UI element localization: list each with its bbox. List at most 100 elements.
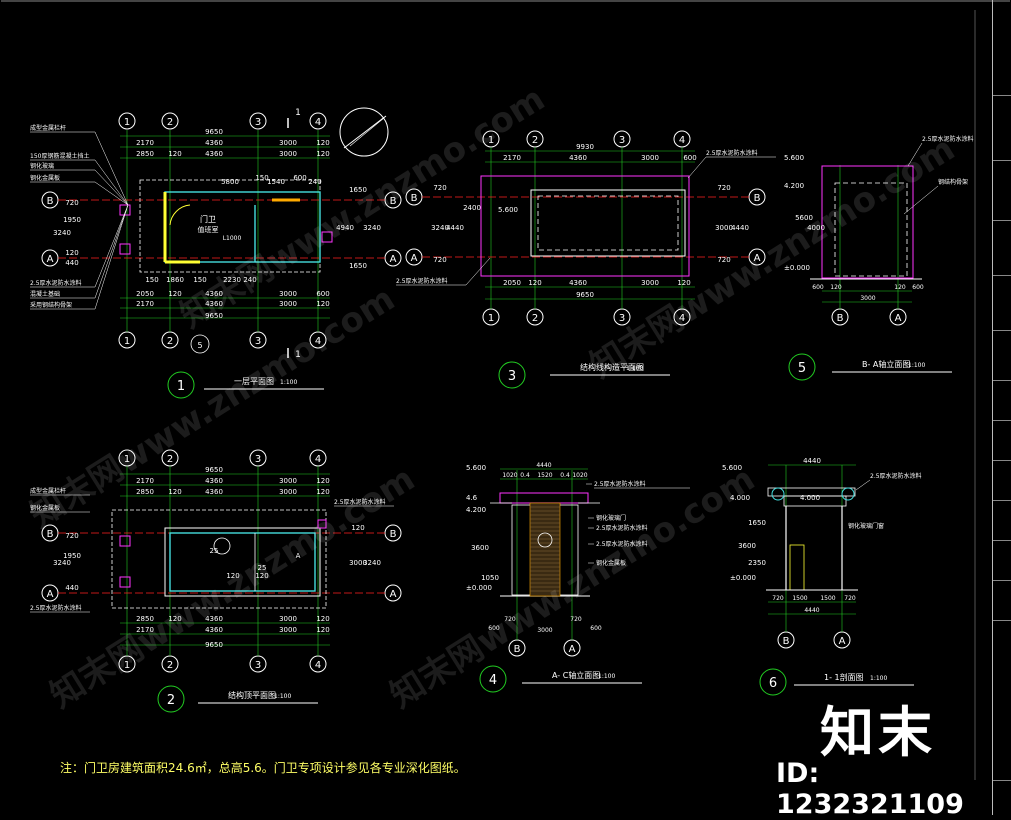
view-scale: 1:100 bbox=[598, 673, 615, 680]
plan2-slab-label: A bbox=[296, 552, 301, 560]
north-arrow-needle bbox=[349, 117, 385, 147]
sec6-side-dim: 3600 bbox=[738, 542, 756, 550]
plan2-dim-bottom: 3000 bbox=[279, 615, 297, 623]
plan3-leader-line bbox=[465, 257, 491, 286]
plan1-inner-dim: 240 bbox=[308, 178, 321, 186]
plan3-dim-side: 720 bbox=[433, 184, 446, 192]
plan1-dim-side: 720 bbox=[65, 199, 78, 207]
plan2-grid-right-label: A bbox=[390, 589, 397, 600]
plan3-grid-bottom-label: 4 bbox=[679, 313, 685, 324]
plan3-grid-right-label: A bbox=[754, 253, 761, 264]
elev4-leader-text: 2.5厚水泥防水涂料 bbox=[596, 524, 648, 532]
plan3-inner-parapet bbox=[537, 195, 679, 251]
sec6-door bbox=[789, 544, 805, 591]
plan2-leader-text: 2.5厚水泥防水涂料 bbox=[334, 498, 386, 506]
elev4-dim-bottom: 600 bbox=[488, 625, 500, 632]
plan1-dim-side: 3240 bbox=[53, 229, 71, 237]
plan1-room-label: 值班室 bbox=[198, 225, 219, 234]
elev4-elevation: ±0.000 bbox=[466, 584, 492, 592]
elev4-dim-top: 1020 bbox=[572, 472, 587, 479]
elev5-side-dim: 5600 bbox=[795, 214, 813, 222]
plan3-parapet bbox=[530, 189, 686, 257]
plan1-dim-bottom: 120 bbox=[168, 290, 181, 298]
plan3-grid-bottom-label: 3 bbox=[619, 313, 625, 324]
plan3-dim-top: 2170 bbox=[503, 154, 521, 162]
plan1-leader-line bbox=[94, 181, 129, 206]
plan1-dim-bottom: 3000 bbox=[279, 290, 297, 298]
plan3-grid-top-label: 1 bbox=[488, 135, 494, 146]
plan2-dim-bottom: 120 bbox=[168, 615, 181, 623]
plan3-dim-bottom: 2050 bbox=[503, 279, 521, 287]
plan2-column bbox=[119, 576, 131, 588]
elev4-side-dim: 1050 bbox=[481, 574, 499, 582]
plan1-dim-top: 9650 bbox=[205, 128, 223, 136]
sec6-dim-bottom: 720 bbox=[844, 595, 856, 602]
sec6-beam bbox=[783, 495, 847, 507]
plan2-column bbox=[119, 535, 131, 547]
view-title: 1- 1剖面图 bbox=[824, 672, 864, 682]
elev4-side-dim: 3600 bbox=[471, 544, 489, 552]
elev5-outline bbox=[821, 165, 914, 279]
plan2-roof-inner bbox=[169, 532, 316, 592]
plan2-dim-top: 9650 bbox=[205, 466, 223, 474]
plan2-dim-bottom: 4360 bbox=[205, 626, 223, 634]
view-scale: 1:100 bbox=[908, 362, 925, 369]
plan1-grid-top-label: 4 bbox=[315, 117, 321, 128]
plan1-leader-text: 钢化金属板 bbox=[30, 174, 60, 182]
plan1-grid-right-label: B bbox=[390, 196, 397, 207]
elev5-leader-line bbox=[907, 142, 923, 167]
sec6-side-dim: 2350 bbox=[748, 559, 766, 567]
elev4-grid-label: A bbox=[569, 644, 576, 655]
view-number-circle bbox=[167, 371, 195, 399]
elev4-dim-bottom: 720 bbox=[504, 616, 516, 623]
view-title: 结构顶平面图 bbox=[228, 690, 276, 700]
elev5-leader-line bbox=[903, 185, 939, 215]
plan1-dim-bottom: 2050 bbox=[136, 290, 154, 298]
plan2-dim-bottom: 9650 bbox=[205, 641, 223, 649]
plan1-detail-label: 5 bbox=[197, 341, 202, 350]
plan2-dim-right: 3000 bbox=[349, 559, 367, 567]
sec6-dim-bottom: 1500 bbox=[792, 595, 807, 602]
plan1-grid-left-label: B bbox=[47, 196, 54, 207]
plan2-grid-top-label: 2 bbox=[167, 454, 173, 465]
elev4-elevation: 5.600 bbox=[466, 464, 486, 472]
plan1-inner-dim: 2230 bbox=[223, 276, 241, 284]
plan2-grid-right-label: B bbox=[390, 529, 397, 540]
elev4-dim-top: 1020 bbox=[502, 472, 517, 479]
plan2-dim-top: 120 bbox=[168, 488, 181, 496]
plan3-dim-right: 720 bbox=[717, 256, 730, 264]
plan3-dim-bottom: 120 bbox=[677, 279, 690, 287]
plan3-grid-left-label: A bbox=[411, 253, 418, 264]
plan1-leader-text: 2.5厚水泥防水涂料 bbox=[30, 279, 82, 287]
plan2-grid-left-label: A bbox=[47, 589, 54, 600]
plan1-dim-top: 3000 bbox=[279, 150, 297, 158]
plan2-dim-bottom: 3000 bbox=[279, 626, 297, 634]
plan3-dim-side: 4440 bbox=[446, 224, 464, 232]
sec6-leader-line bbox=[855, 479, 871, 491]
brand-logo-text: 知末 bbox=[820, 701, 936, 764]
view-number-label: 3 bbox=[508, 369, 516, 384]
sec6-side-dim: 1650 bbox=[748, 519, 766, 527]
sec6-dim-bottom: 720 bbox=[772, 595, 784, 602]
plan2-grid-left-label: B bbox=[47, 529, 54, 540]
plan2-leader-text: 2.5厚水泥防水涂料 bbox=[30, 604, 82, 612]
plan3-dim-top: 3000 bbox=[641, 154, 659, 162]
plan3-grid-top-label: 2 bbox=[532, 135, 538, 146]
plan1-room-label: 门卫 bbox=[200, 214, 216, 224]
plan1-grid-right-label: A bbox=[390, 254, 397, 265]
plan1-room-label: L1000 bbox=[223, 235, 242, 242]
north-arrow-circle bbox=[339, 107, 389, 157]
plan1-door-swing bbox=[169, 204, 191, 226]
plan1-inner-dim: 5800 bbox=[221, 178, 239, 186]
view-number-label: 1 bbox=[177, 379, 185, 394]
sec6-leader-text: 2.5厚水泥防水涂料 bbox=[870, 472, 922, 480]
sec6-dim-top: 4440 bbox=[803, 457, 821, 465]
plan1-dim-right: 3240 bbox=[363, 224, 381, 232]
plan1-dim-right: 1650 bbox=[349, 262, 367, 270]
plan1-grid-bottom-label: 2 bbox=[167, 336, 173, 347]
plan2-grid-top-label: 4 bbox=[315, 454, 321, 465]
view-number-circle bbox=[759, 668, 787, 696]
plan2-dim-right: 120 bbox=[351, 524, 364, 532]
plan1-dim-side: 440 bbox=[65, 259, 78, 267]
plan2-slab-label: 25 bbox=[210, 547, 219, 555]
